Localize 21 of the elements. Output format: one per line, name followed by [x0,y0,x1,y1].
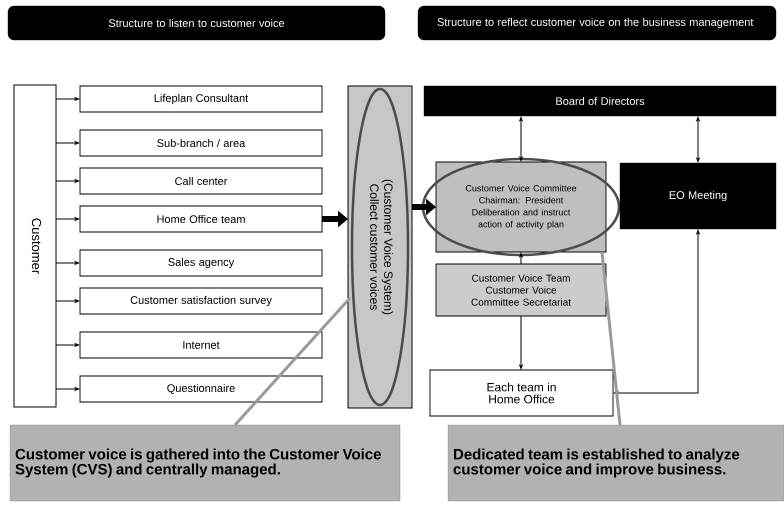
meeting-box: EO Meeting [620,162,776,230]
channel-box: Sales agency [80,250,322,276]
system-box: (Customer Voice System) Collect customer voices [348,86,412,408]
channel-box: Home Office team [80,206,322,232]
customer-box: Customer [14,84,56,408]
channel-box: Lifeplan Consultant [80,86,322,112]
channel-box: Questionnaire [80,376,322,402]
team-box: Each team in Home Office [430,370,614,416]
callout-box: Dedicated team is established to analyze customer voice and improve business. [448,424,784,502]
leader-line [600,252,622,426]
channel-box: Internet [80,332,322,358]
callout-box: Customer voice is gathered into the Customer Voice System (CVS) and centrally managed. [10,424,400,502]
header-banner: Structure to reflect customer voice on the business management [418,6,776,40]
board-box: Board of Directors [424,86,776,116]
header-banner: Structure to listen to customer voice [8,6,386,40]
channel-box: Call center [80,168,322,194]
channel-box: Customer satisfaction survey [80,288,322,314]
channel-box: Sub-branch / area [80,130,322,156]
team-box: Customer Voice Team Customer Voice Committee Secretariat [436,264,606,316]
committee-box: Customer Voice Committee Chairman: President Deliberation and instruct action of activity plan [436,162,606,252]
leader-line [234,296,352,426]
